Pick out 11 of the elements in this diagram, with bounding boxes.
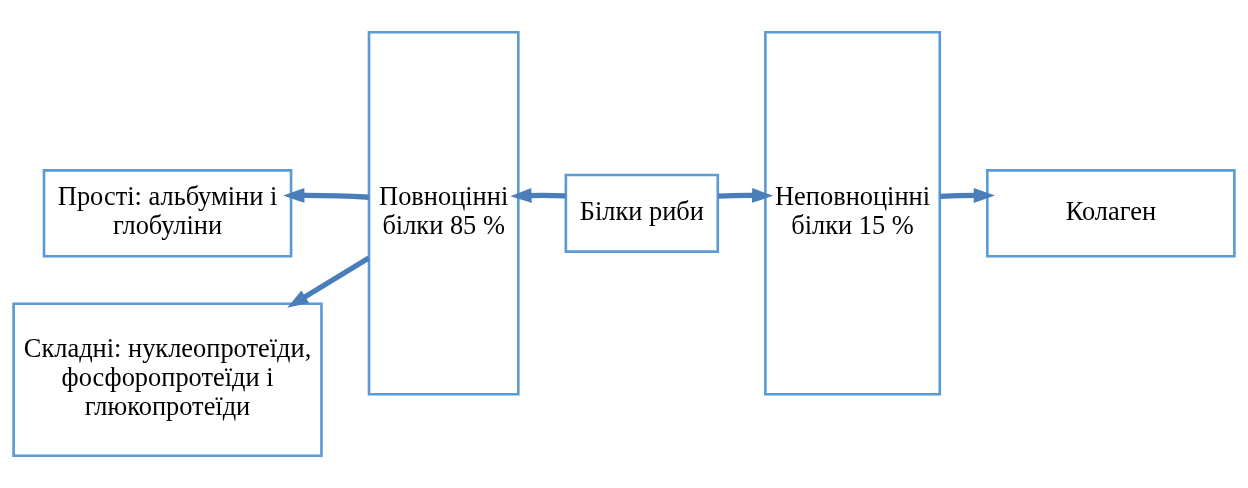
- arrow: [287, 255, 371, 308]
- arrow: [283, 188, 369, 203]
- node-box: Білки риби: [564, 173, 720, 253]
- node-box: Прості: альбуміни і глобуліни: [42, 169, 293, 258]
- node-box: Повноцінні білки 85 %: [367, 30, 520, 396]
- node-box: Складні: нуклеопротеїди, фосфоропротеїди і глюкопротеїди: [12, 302, 323, 458]
- node-box: Колаген: [986, 169, 1236, 258]
- arrow: [510, 188, 566, 203]
- arrow: [939, 188, 995, 203]
- arrow: [718, 188, 774, 203]
- node-box: Неповноцінні білки 15 %: [764, 30, 942, 396]
